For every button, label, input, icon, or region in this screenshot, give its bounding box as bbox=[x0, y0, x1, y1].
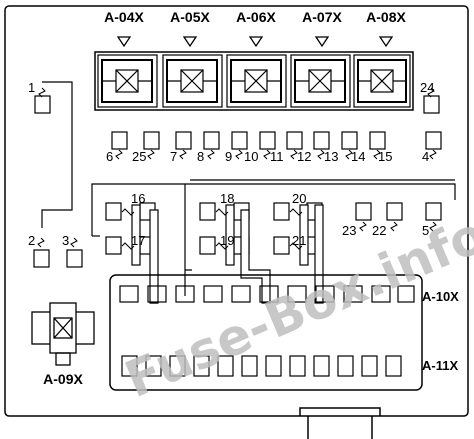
fuse-13: 13 bbox=[324, 149, 338, 164]
fuse-bridges bbox=[131, 204, 324, 304]
housing-tab bbox=[299, 407, 381, 439]
fuse-6: 6 bbox=[106, 149, 113, 164]
fuse-23: 23 bbox=[342, 223, 356, 238]
fuse-8: 8 bbox=[197, 149, 204, 164]
fuse-12: 12 bbox=[297, 149, 311, 164]
lower-connector-block bbox=[109, 274, 423, 391]
fuse-14: 14 bbox=[351, 149, 365, 164]
fuse-16: 16 bbox=[131, 191, 145, 206]
housing-outline bbox=[4, 5, 469, 417]
fuse-4: 4 bbox=[422, 149, 429, 164]
squiggles bbox=[37, 87, 437, 250]
relay-label-a07x: A-07X bbox=[302, 9, 342, 25]
fuse-5: 5 bbox=[422, 223, 429, 238]
fuse-18: 18 bbox=[220, 191, 234, 206]
fuse-11: 11 bbox=[270, 149, 284, 164]
fuse-numbers: 1 24 6 25 7 8 9 10 11 12 13 14 15 4 16 1… bbox=[28, 80, 434, 248]
relay-a09x bbox=[31, 302, 95, 366]
relay-label-a08x: A-08X bbox=[366, 9, 406, 25]
relay-label-a09x: A-09X bbox=[43, 371, 83, 387]
relay-label-a06x: A-06X bbox=[236, 9, 276, 25]
relay-label-a10x: A-10X bbox=[422, 289, 459, 304]
wiring bbox=[41, 81, 456, 271]
fuse-1: 1 bbox=[28, 80, 35, 95]
relay-label-a05x: A-05X bbox=[170, 9, 210, 25]
relay-label-a11x: A-11X bbox=[422, 358, 458, 373]
fuse-19: 19 bbox=[220, 233, 234, 248]
fuse-24: 24 bbox=[420, 80, 434, 95]
fuse-21: 21 bbox=[292, 233, 306, 248]
fuse-25: 25 bbox=[132, 149, 146, 164]
fuse-17: 17 bbox=[131, 233, 145, 248]
fuse-9: 9 bbox=[225, 149, 232, 164]
top-relay-block bbox=[94, 51, 414, 111]
fuse-22: 22 bbox=[372, 223, 386, 238]
fuse-slots bbox=[33, 95, 442, 268]
fuse-15: 15 bbox=[378, 149, 392, 164]
fuse-10: 10 bbox=[244, 149, 258, 164]
fuse-2: 2 bbox=[28, 233, 35, 248]
fuse-7: 7 bbox=[170, 149, 177, 164]
fuse-20: 20 bbox=[292, 191, 306, 206]
relay-label-a04x: A-04X bbox=[104, 9, 144, 25]
relay-arrows bbox=[116, 36, 394, 48]
fuse-3: 3 bbox=[62, 233, 69, 248]
